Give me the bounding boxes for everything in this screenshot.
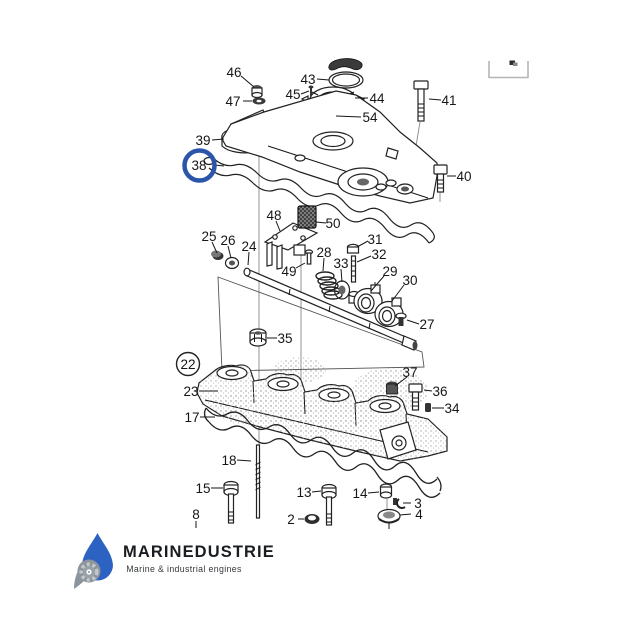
part-label-40: 40 (456, 169, 471, 184)
part-label-50: 50 (325, 216, 340, 231)
part-label-30: 30 (402, 273, 417, 288)
bracket-48 (263, 222, 319, 270)
part-label-46: 46 (226, 65, 241, 80)
rocker-arm-29 (353, 282, 383, 315)
part-labels: 46 47 43 45 44 54 41 39 38 40 48 50 25 2… (180, 65, 471, 527)
part-label-15: 15 (195, 481, 210, 496)
part-label-38: 38 (191, 158, 206, 173)
part-label-14: 14 (352, 486, 368, 501)
bolt-13 (321, 483, 337, 526)
valve-cover-drawing (221, 58, 438, 204)
part-label-8: 8 (192, 507, 200, 522)
gear-icon (79, 562, 99, 582)
part-label-2: 2 (287, 512, 295, 527)
rocker-arm-30 (374, 297, 404, 328)
bolt-15 (223, 480, 239, 524)
stud-18 (255, 444, 261, 519)
highlight-circle-38 (182, 148, 217, 183)
group-circle-22 (175, 351, 201, 377)
part-label-41: 41 (441, 93, 456, 108)
part-label-28: 28 (316, 245, 331, 260)
bolt-41 (413, 80, 429, 122)
oil-cap-handle (328, 58, 363, 71)
part-label-49: 49 (281, 264, 296, 279)
part-label-31: 31 (367, 232, 382, 247)
plug-37 (386, 383, 398, 395)
part-label-33: 33 (333, 256, 348, 271)
grommet-2 (304, 514, 320, 524)
assembly-frame (217, 276, 425, 372)
part-label-47: 47 (225, 94, 240, 109)
part-label-27: 27 (419, 317, 434, 332)
part-label-4: 4 (415, 507, 423, 522)
cover-gasket-38 (203, 156, 435, 244)
grommet-block-50 (297, 205, 317, 229)
bolt-40 (433, 164, 448, 193)
part-label-39: 39 (195, 133, 210, 148)
part-label-26: 26 (220, 233, 235, 248)
pin-34 (425, 403, 431, 412)
head-gasket-17 (203, 407, 442, 498)
part-label-22: 22 (180, 357, 195, 372)
leader-lines (199, 75, 456, 520)
small-parts-bottom (195, 381, 431, 529)
brand-tagline: Marine & industrial engines (126, 564, 242, 574)
part-label-24: 24 (241, 239, 257, 254)
part-label-25: 25 (201, 229, 216, 244)
brand-name: MARINEDUSTRIE (123, 543, 275, 561)
part-label-54: 54 (362, 110, 378, 125)
part-label-48: 48 (266, 208, 281, 223)
part-label-34: 34 (444, 401, 460, 416)
part-label-37: 37 (402, 365, 417, 380)
page-fragment-box (488, 60, 529, 79)
part-label-35: 35 (277, 331, 292, 346)
part-label-44: 44 (369, 91, 385, 106)
part-label-3: 3 (414, 496, 422, 511)
part-label-18: 18 (221, 453, 236, 468)
part-label-29: 29 (382, 264, 397, 279)
clip-3 (393, 498, 406, 509)
part-label-23: 23 (183, 384, 198, 399)
bolt-36 (408, 383, 423, 411)
cylinder-head-drawing (196, 357, 448, 462)
rocker-shaft-group (211, 243, 418, 351)
part-label-36: 36 (432, 384, 447, 399)
cap-nut-14 (379, 483, 393, 499)
valve-spring-28 (315, 271, 343, 300)
part-label-13: 13 (296, 485, 311, 500)
part-label-43: 43 (300, 72, 315, 87)
part-label-45: 45 (285, 87, 300, 102)
seal-cup-4 (377, 508, 401, 529)
brand-logo: MARINEDUSTRIE Marine & industrial engine… (74, 533, 275, 589)
part-label-32: 32 (371, 247, 386, 262)
part-label-17: 17 (184, 410, 199, 425)
bolt-49 (304, 249, 314, 265)
